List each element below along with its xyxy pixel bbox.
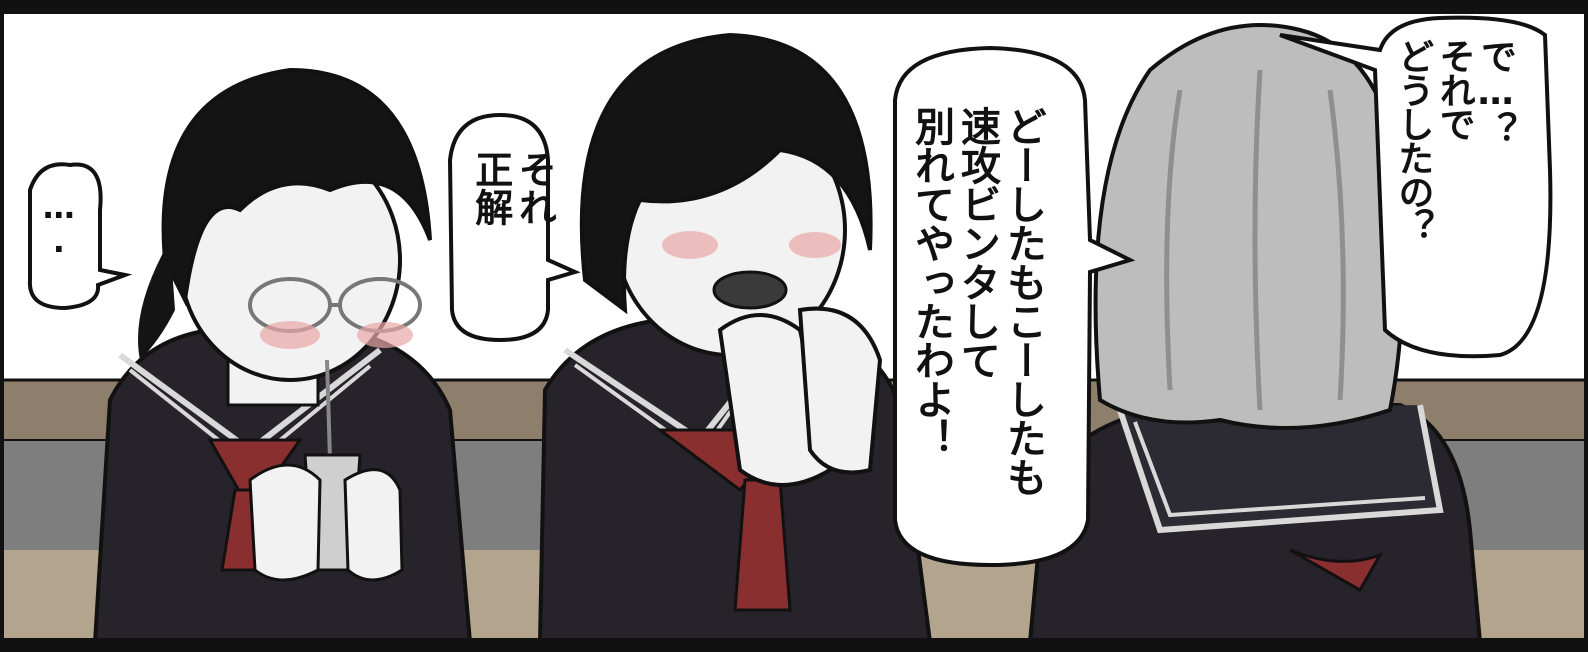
comic-scene [0, 10, 1588, 642]
dialogue-dots: …. [39, 188, 78, 256]
speech-bubble-doshita [893, 45, 1136, 568]
dialogue-sore-seikai: それ 正解 [468, 150, 557, 226]
girl-middle-hands-clasped [537, 32, 933, 642]
speech-bubble-sore [447, 112, 581, 343]
speech-bubble-de [1279, 15, 1553, 359]
speech-bubble-dots [27, 162, 133, 311]
dialogue-doshita: どーしたもこーしたも 速攻ビンタして 別れてやったわよ！ [908, 106, 1046, 496]
girl-left-with-glasses [92, 67, 473, 642]
dialogue-de-soredeÂ: で…？ それで どうしたの？ [1392, 38, 1517, 242]
girl-right-back-view [1027, 23, 1483, 642]
